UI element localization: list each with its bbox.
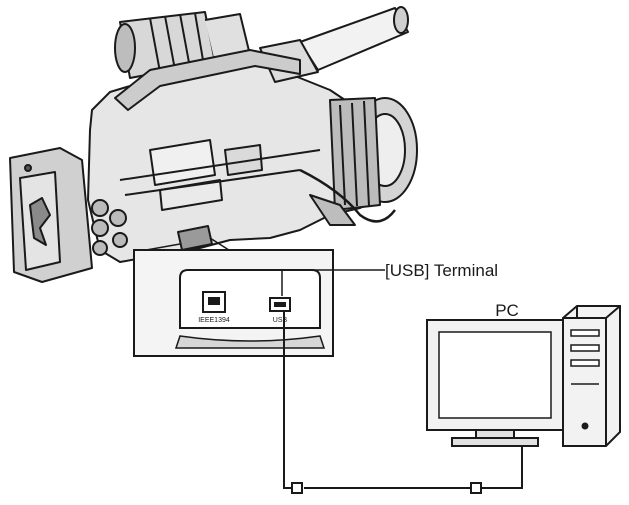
- cable-ferrite-right: [470, 482, 482, 494]
- pc-illustration: [426, 305, 621, 447]
- monitor: [426, 319, 564, 447]
- port-label-usb: USB: [273, 317, 288, 324]
- port-label-ieee1394: IEEE1394: [198, 317, 230, 324]
- battery-pack: [9, 147, 93, 283]
- pc-label: PC: [495, 301, 519, 320]
- body-connectors: [91, 199, 128, 256]
- camcorder-illustration: [9, 6, 418, 283]
- usb-cable: [283, 312, 523, 494]
- ieee1394-port: [202, 291, 226, 313]
- usb-terminal-label: [USB] Terminal: [385, 261, 498, 280]
- tower: [562, 305, 621, 447]
- usb-port: [269, 297, 291, 312]
- terminal-closeup: [133, 249, 334, 357]
- usb-terminal-leader-line: [281, 269, 385, 296]
- cable-ferrite-left: [291, 482, 303, 494]
- lens: [329, 97, 418, 211]
